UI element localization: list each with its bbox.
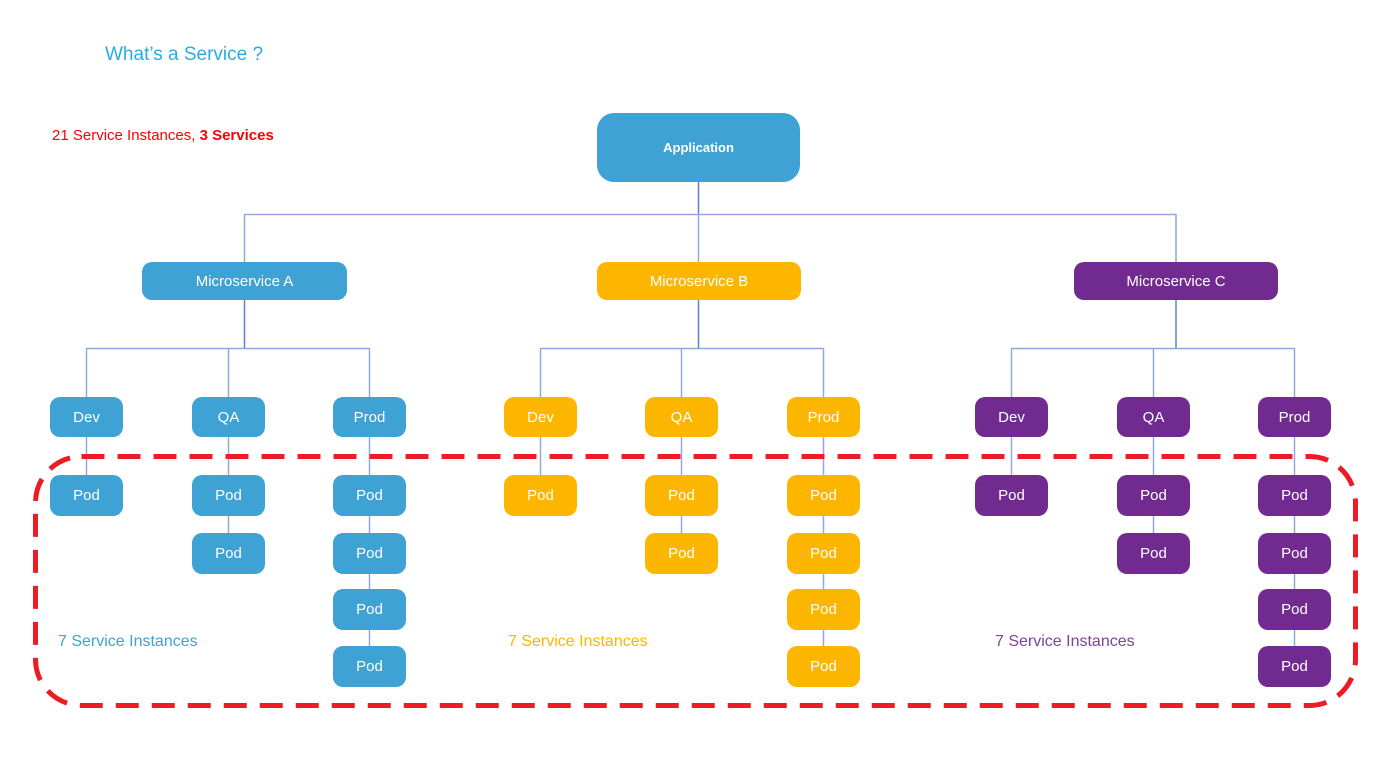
pod-node: Pod: [333, 646, 406, 687]
env-node-c-dev: Dev: [975, 397, 1048, 437]
pod-node: Pod: [1258, 646, 1331, 687]
pod-node: Pod: [333, 475, 406, 516]
page-title: What’s a Service ?: [105, 44, 264, 65]
microservice-c-node: Microservice C: [1074, 262, 1278, 300]
pod-node: Pod: [787, 475, 860, 516]
pod-node: Pod: [1258, 589, 1331, 630]
instances-note-c: 7 Service Instances: [995, 633, 1135, 650]
microservice-a-node: Microservice A: [142, 262, 347, 300]
pod-node: Pod: [645, 533, 718, 574]
env-node-a-prod: Prod: [333, 397, 406, 437]
env-node-c-prod: Prod: [1258, 397, 1331, 437]
application-node: Application: [597, 113, 800, 182]
instances-note-a: 7 Service Instances: [58, 633, 198, 650]
pod-node: Pod: [192, 475, 265, 516]
services-count-bold: 3 Services: [199, 127, 274, 144]
spine-connectors: [243, 182, 1177, 349]
pod-node: Pod: [1117, 475, 1190, 516]
pod-node: Pod: [1258, 533, 1331, 574]
env-node-c-qa: QA: [1117, 397, 1190, 437]
instances-summary: 21 Service Instances, 3 Services: [52, 127, 274, 144]
env-node-a-qa: QA: [192, 397, 265, 437]
pod-node: Pod: [787, 589, 860, 630]
pod-node: Pod: [333, 533, 406, 574]
pod-node: Pod: [975, 475, 1048, 516]
pod-node: Pod: [787, 533, 860, 574]
service-instances-outline: [33, 454, 1358, 708]
instances-summary-prefix: 21 Service Instances,: [52, 127, 200, 144]
env-node-b-prod: Prod: [787, 397, 860, 437]
env-node-b-qa: QA: [645, 397, 718, 437]
pod-node: Pod: [645, 475, 718, 516]
pod-node: Pod: [1258, 475, 1331, 516]
pod-node: Pod: [50, 475, 123, 516]
pod-node: Pod: [787, 646, 860, 687]
env-node-a-dev: Dev: [50, 397, 123, 437]
microservice-b-node: Microservice B: [597, 262, 801, 300]
pod-node: Pod: [1117, 533, 1190, 574]
env-node-b-dev: Dev: [504, 397, 577, 437]
instances-note-b: 7 Service Instances: [508, 633, 648, 650]
pod-node: Pod: [504, 475, 577, 516]
pod-node: Pod: [192, 533, 265, 574]
pod-node: Pod: [333, 589, 406, 630]
